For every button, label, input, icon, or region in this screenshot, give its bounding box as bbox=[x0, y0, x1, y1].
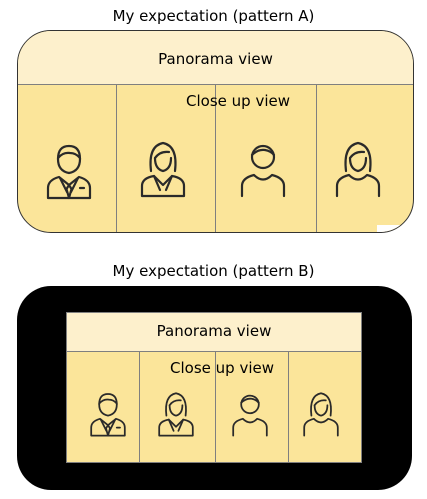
pattern-a-panorama-view: Panorama view bbox=[18, 31, 413, 85]
pattern-b-panorama-label: Panorama view bbox=[156, 322, 272, 340]
pattern-a-title: My expectation (pattern A) bbox=[112, 7, 315, 25]
woman-casual-icon bbox=[335, 141, 381, 198]
man-casual-icon bbox=[240, 144, 286, 198]
pattern-b-title: My expectation (pattern B) bbox=[112, 262, 315, 280]
pattern-b-panorama-view: Panorama view bbox=[67, 313, 361, 352]
man-suit-icon bbox=[90, 393, 126, 437]
woman-suit-icon bbox=[140, 141, 186, 198]
pattern-a-tile-divider bbox=[316, 85, 317, 232]
pattern-b-closeup-label: Close up view bbox=[170, 359, 274, 377]
pattern-b-tile-divider bbox=[288, 352, 289, 462]
pattern-a-device-frame: Panorama view Close up view bbox=[17, 30, 414, 233]
pattern-a-tile-divider bbox=[116, 85, 117, 232]
pattern-a-frame-gap bbox=[377, 225, 413, 232]
pattern-a-panorama-label: Panorama view bbox=[158, 50, 273, 68]
woman-casual-icon bbox=[303, 392, 339, 437]
pattern-b-tile-divider bbox=[139, 352, 140, 462]
pattern-b-screen: Panorama view Close up view bbox=[66, 312, 362, 463]
pattern-a-tile-divider bbox=[215, 85, 216, 232]
woman-suit-icon bbox=[158, 392, 194, 437]
man-casual-icon bbox=[232, 394, 268, 437]
man-suit-icon bbox=[46, 144, 92, 200]
pattern-a-closeup-label: Close up view bbox=[186, 92, 290, 110]
pattern-b-tile-divider bbox=[215, 352, 216, 462]
